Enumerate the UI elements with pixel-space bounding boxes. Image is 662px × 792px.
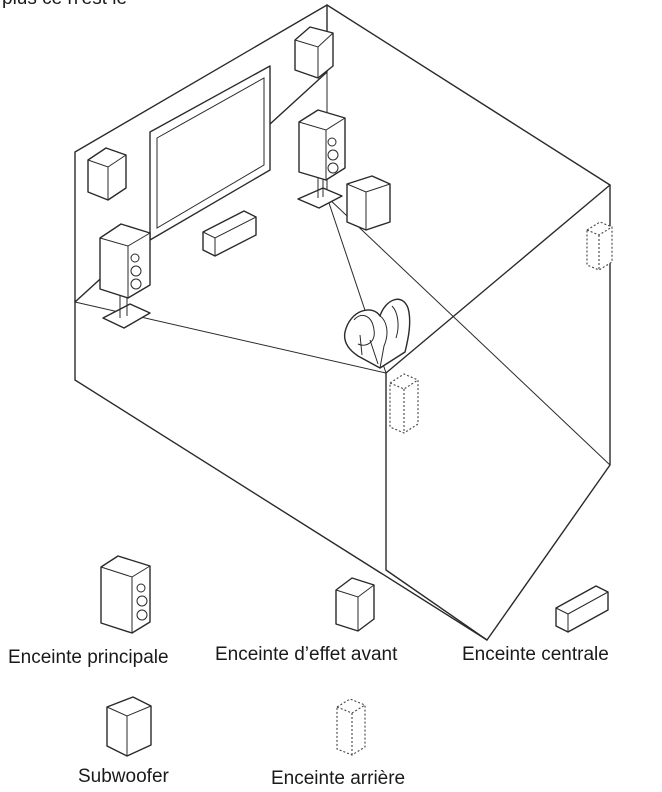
- legend-label-center-speaker: Enceinte centrale: [462, 644, 609, 665]
- legend-subwoofer-icon: [106, 696, 152, 757]
- cut-off-caption: plus ce n'est le: [2, 0, 127, 10]
- legend-rear-speaker-icon: [336, 698, 366, 756]
- legend-label-rear-speaker: Enceinte arrière: [271, 768, 406, 789]
- legend-label-subwoofer: Subwoofer: [78, 766, 169, 787]
- front-effect-speaker-top: [294, 26, 334, 79]
- subwoofer-in-room: [346, 175, 391, 231]
- legend-front-effect-speaker-icon: [335, 577, 375, 632]
- legend-label-front-effect-speaker: Enceinte d’effet avant: [215, 644, 398, 665]
- tv-screen: [149, 65, 271, 241]
- legend-label-main-speaker: Enceinte principale: [8, 647, 169, 668]
- room-outline: [74, 4, 611, 641]
- rear-speaker-right: [586, 221, 613, 271]
- center-speaker-in-room: [202, 210, 257, 257]
- front-effect-speaker-left: [87, 147, 127, 201]
- armchair: [343, 298, 411, 369]
- main-speaker-right: [297, 109, 346, 209]
- main-speaker-left: [99, 223, 151, 329]
- rear-speaker-left: [389, 373, 419, 434]
- legend-center-speaker-icon: [555, 585, 609, 633]
- legend-main-speaker-icon: [100, 555, 151, 634]
